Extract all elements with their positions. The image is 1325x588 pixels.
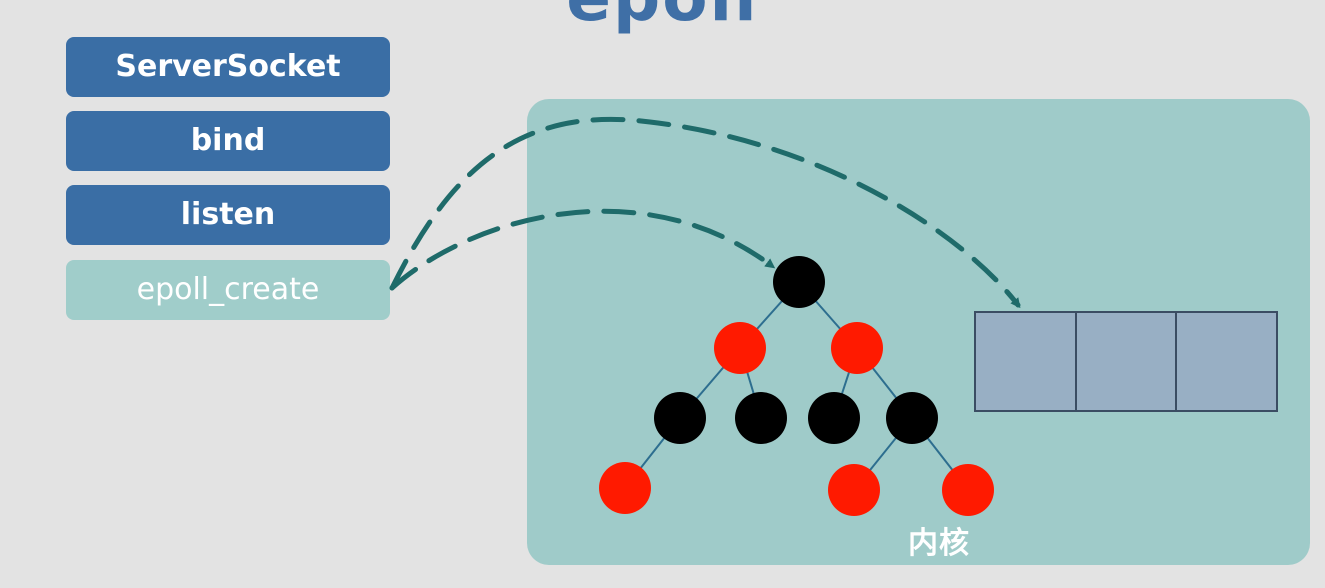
tree-node — [654, 392, 706, 444]
tree-node — [808, 392, 860, 444]
tree-node — [714, 322, 766, 374]
tree-node — [735, 392, 787, 444]
tree-node — [886, 392, 938, 444]
ready-list-cell — [976, 313, 1077, 410]
ready-list-cell — [1077, 313, 1178, 410]
arrow-to-ready-list — [389, 116, 1021, 309]
diagram-title: epoll — [0, 0, 1325, 38]
arrow-to-rb-tree — [389, 208, 776, 291]
tree-node — [828, 464, 880, 516]
step-epoll-create: epoll_create — [66, 260, 390, 320]
tree-edges — [624, 281, 969, 491]
step-bind: bind — [66, 111, 390, 171]
tree-node — [942, 464, 994, 516]
tree-node — [831, 322, 883, 374]
tree-node — [599, 462, 651, 514]
ready-list — [974, 311, 1278, 412]
rb-tree — [599, 256, 994, 516]
step-serversocket: ServerSocket — [66, 37, 390, 97]
kernel-label: 内核 — [908, 526, 970, 561]
tree-node-root — [773, 256, 825, 308]
step-listen: listen — [66, 185, 390, 245]
